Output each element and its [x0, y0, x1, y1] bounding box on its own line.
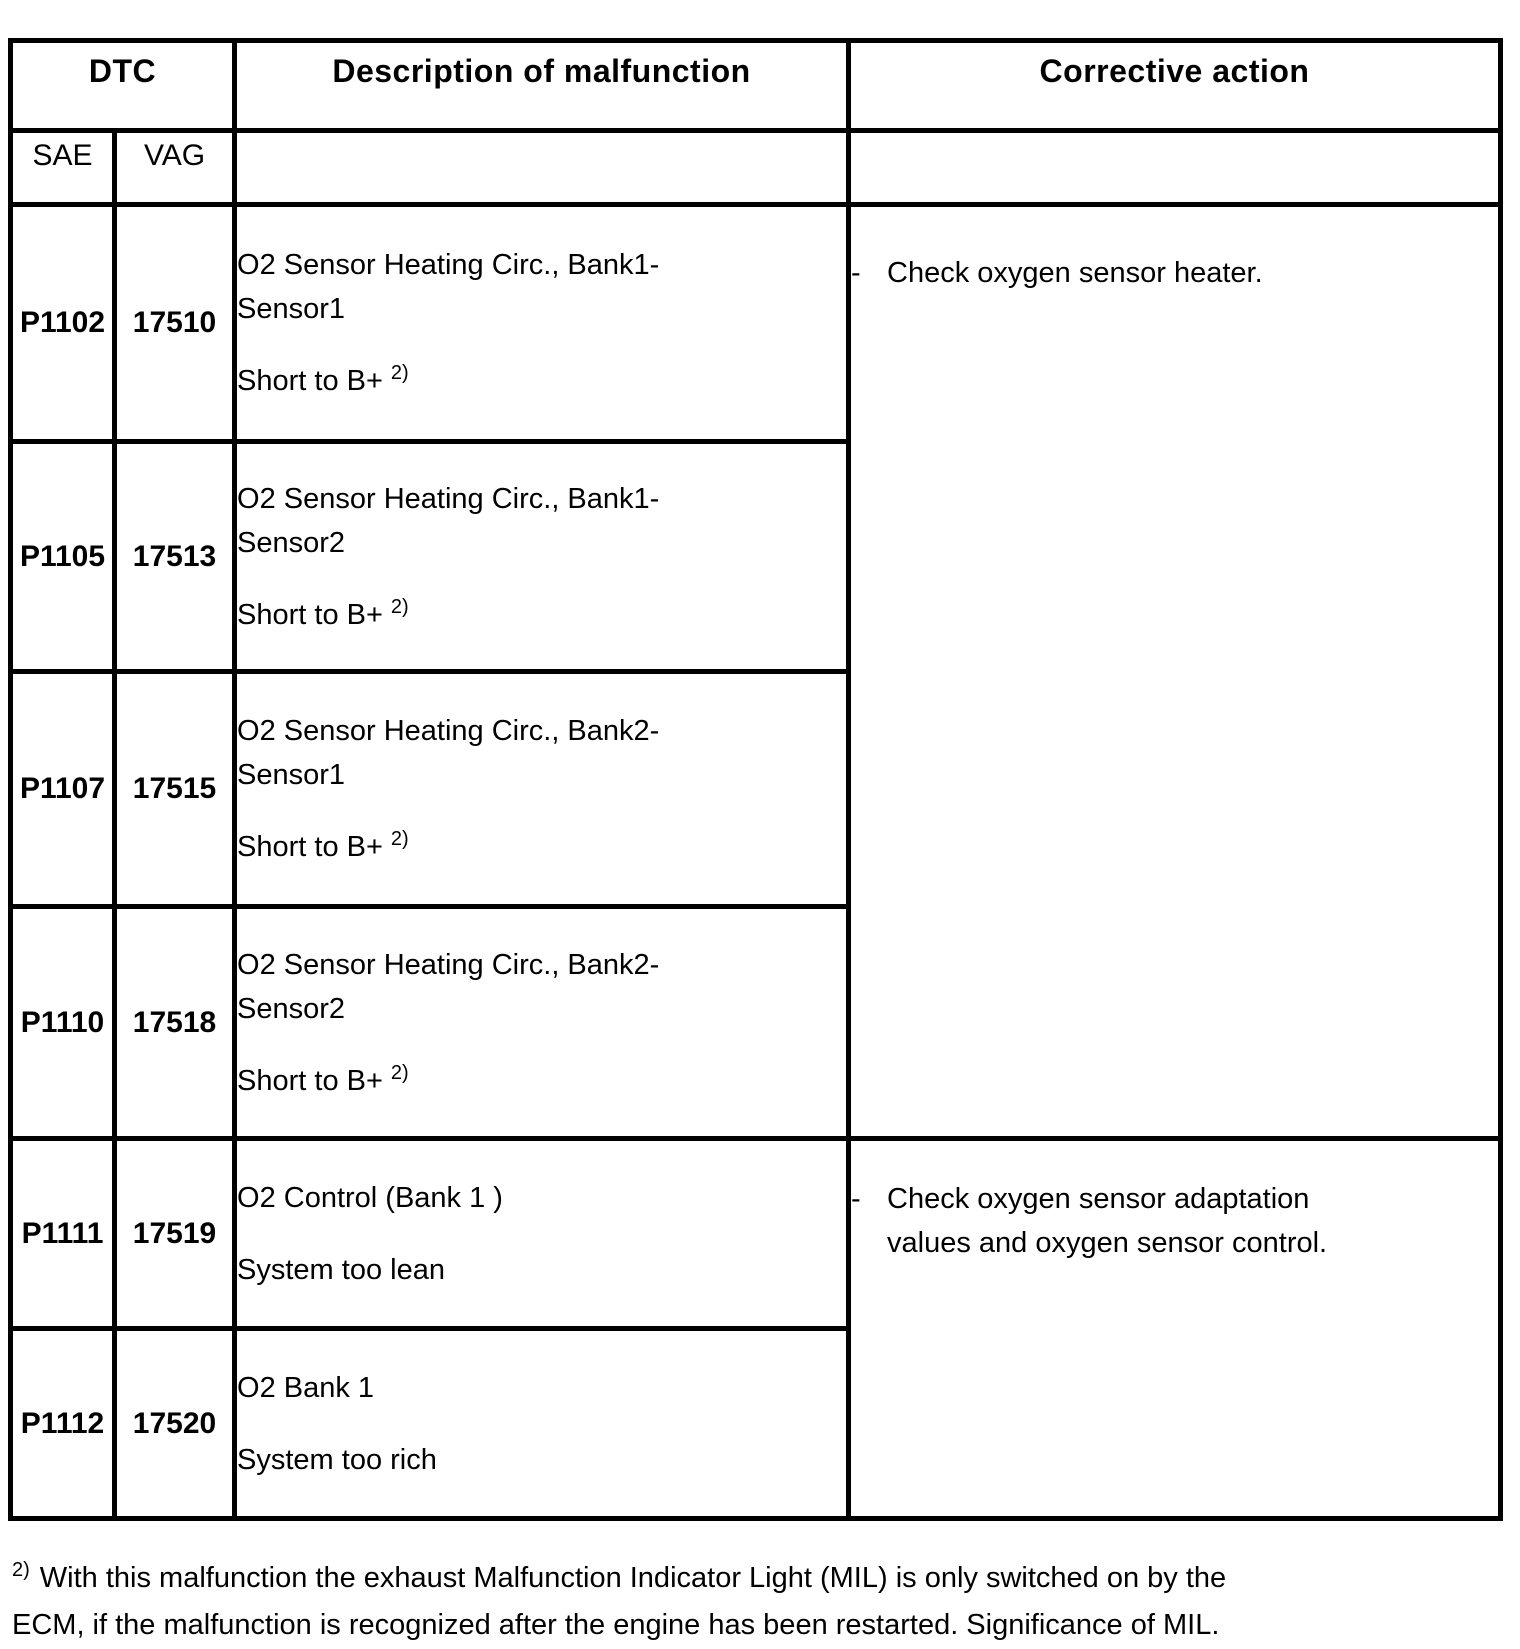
description-cell: O2 Sensor Heating Circ., Bank2- Sensor1 …	[232, 669, 852, 909]
vag-code-cell: 17519	[111, 1136, 238, 1331]
header-description: Description of malfunction	[232, 38, 852, 133]
vag-code-cell: 17520	[111, 1326, 238, 1521]
description-title: O2 Sensor Heating Circ., Bank1- Sensor1	[237, 243, 846, 331]
table-header-row: DTC Description of malfunction Correctiv…	[7, 38, 1504, 133]
table-row: P1105 17513 O2 Sensor Heating Circ., Ban…	[8, 439, 1501, 674]
description-cell: O2 Sensor Heating Circ., Bank1- Sensor2 …	[232, 439, 852, 674]
vag-code-cell: 17515	[111, 669, 238, 909]
table-row: P1107 17515 O2 Sensor Heating Circ., Ban…	[8, 669, 1501, 909]
description-cell: O2 Sensor Heating Circ., Bank2- Sensor2 …	[232, 904, 852, 1141]
corrective-item: - Check oxygen sensor heater.	[851, 251, 1498, 295]
corrective-cell: - Check oxygen sensor heater.	[846, 202, 1504, 1141]
subheader-empty-corrective	[846, 128, 1504, 207]
corrective-text-line-1: Check oxygen sensor heater.	[887, 257, 1263, 289]
description-cell: O2 Control (Bank 1 ) System too lean	[232, 1136, 852, 1331]
description-line-1: O2 Control (Bank 1 )	[237, 1181, 503, 1214]
condition-text: Short to B+2)	[237, 828, 409, 863]
dtc-table: DTC Description of malfunction Correctiv…	[7, 38, 1504, 1521]
corrective-item: - Check oxygen sensor adaptation values …	[851, 1177, 1498, 1265]
footnote-ref-sup: 2)	[390, 828, 409, 851]
footnote-ref-sup: 2)	[390, 1061, 409, 1084]
sae-code-cell: P1107	[8, 669, 117, 909]
description-title: O2 Bank 1	[237, 1366, 846, 1410]
corrective-cell: - Check oxygen sensor adaptation values …	[846, 1136, 1504, 1521]
corrective-text-line-1: Check oxygen sensor adaptation	[887, 1183, 1310, 1215]
vag-code-cell: 17510	[111, 202, 238, 444]
table-row: P1102 17510 O2 Sensor Heating Circ., Ban…	[8, 202, 1504, 1141]
footnote-ref-sup: 2)	[390, 595, 409, 618]
vag-code-cell: 17513	[111, 439, 238, 674]
footnote-line-1: 2)With this malfunction the exhaust Malf…	[12, 1559, 1227, 1594]
corrective-text: Check oxygen sensor adaptation values an…	[887, 1177, 1327, 1265]
description-title: O2 Sensor Heating Circ., Bank1- Sensor2	[237, 477, 846, 565]
table-row: P1111 17519 O2 Control (Bank 1 ) System …	[8, 1136, 1504, 1521]
corrective-dash: -	[851, 1183, 861, 1215]
sae-code-cell: P1110	[8, 904, 117, 1141]
table-subheader-row: SAE VAG	[8, 128, 1504, 207]
sae-code-cell: P1112	[8, 1326, 117, 1521]
condition-text: Short to B+2)	[237, 595, 409, 631]
condition-text: System too lean	[237, 1253, 445, 1286]
description-title: O2 Sensor Heating Circ., Bank2- Sensor1	[237, 709, 846, 797]
footnote-ref-sup: 2)	[390, 362, 409, 385]
description-title: O2 Control (Bank 1 )	[237, 1176, 846, 1220]
description-line-2: Sensor1	[237, 759, 346, 791]
description-cell: O2 Sensor Heating Circ., Bank1- Sensor1 …	[232, 202, 852, 444]
subheader-vag: VAG	[111, 128, 238, 207]
footnote: 2)With this malfunction the exhaust Malf…	[12, 1555, 1520, 1649]
vag-code-cell: 17518	[111, 904, 238, 1141]
description-line-1: O2 Sensor Heating Circ., Bank2-	[237, 715, 660, 747]
description-line-1: O2 Sensor Heating Circ., Bank1-	[237, 482, 660, 515]
table-row: P1112 17520 O2 Bank 1 System too rich	[8, 1326, 1501, 1521]
condition-text: Short to B+2)	[237, 362, 409, 397]
header-dtc: DTC	[7, 38, 238, 133]
sae-code-cell: P1102	[8, 202, 117, 444]
description-line-2: Sensor2	[237, 992, 346, 1025]
subheader-sae: SAE	[8, 128, 117, 207]
description-line-1: O2 Bank 1	[237, 1371, 375, 1404]
description-line-1: O2 Sensor Heating Circ., Bank2-	[237, 948, 660, 981]
condition-text: System too rich	[237, 1443, 437, 1476]
table-row: P1110 17518 O2 Sensor Heating Circ., Ban…	[8, 904, 1501, 1141]
sae-code-cell: P1111	[8, 1136, 117, 1331]
condition-text: Short to B+2)	[237, 1061, 409, 1097]
header-corrective: Corrective action	[846, 38, 1504, 133]
sae-code-cell: P1105	[8, 439, 117, 674]
description-cell: O2 Bank 1 System too rich	[232, 1326, 852, 1521]
footnote-marker: 2)	[12, 1559, 30, 1582]
description-line-2: Sensor2	[237, 526, 346, 559]
corrective-text-line-2: values and oxygen sensor control.	[887, 1227, 1328, 1259]
subheader-empty-description	[232, 128, 852, 207]
footnote-line-2: ECM, if the malfunction is recognized af…	[12, 1609, 1220, 1641]
description-title: O2 Sensor Heating Circ., Bank2- Sensor2	[237, 943, 846, 1031]
corrective-dash: -	[851, 257, 861, 289]
description-line-2: Sensor1	[237, 293, 346, 325]
description-line-1: O2 Sensor Heating Circ., Bank1-	[237, 249, 660, 281]
corrective-text: Check oxygen sensor heater.	[887, 251, 1263, 295]
